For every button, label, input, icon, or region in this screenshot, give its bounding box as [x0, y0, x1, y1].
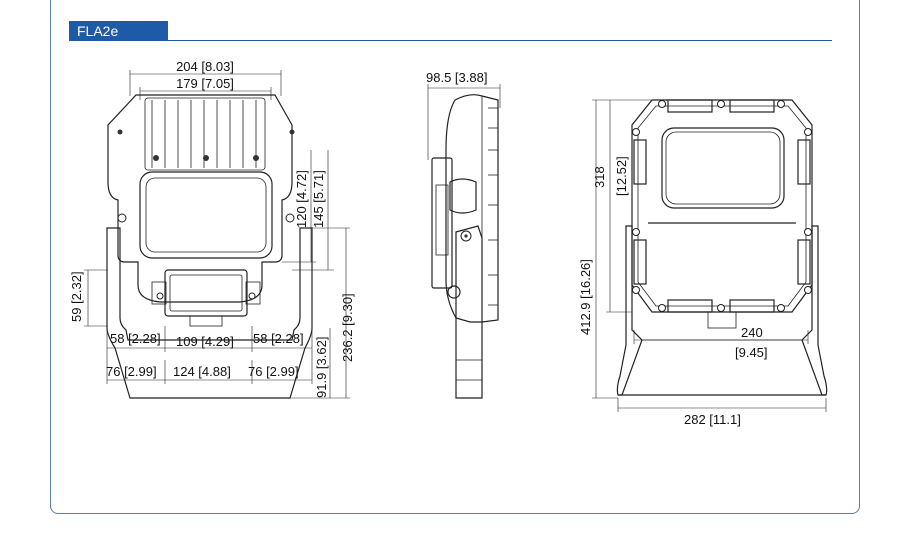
- back-view: 318 [12.52] 412.9 [16.26] 240 [9.45] 282…: [578, 99, 828, 427]
- front-view: 204 [8.03] 179 [7.05] 120 [4.72] 145 [5.…: [69, 59, 355, 399]
- dim-bottom-124: 124 [4.88]: [173, 364, 231, 379]
- dim-width-282: 282 [11.1]: [684, 412, 741, 427]
- dim-bottom-76-left: 76 [2.99]: [106, 364, 157, 379]
- dim-height-412: 412.9 [16.26]: [578, 259, 593, 335]
- dim-height-318-a: 318: [592, 166, 607, 188]
- dim-bottom-58-right: 58 [2.28]: [253, 331, 304, 346]
- dim-width-240-b: [9.45]: [735, 345, 768, 360]
- dim-bottom-58-left: 58 [2.28]: [110, 331, 161, 346]
- dim-bottom-109: 109 [4.29]: [176, 334, 234, 349]
- title-rule: [69, 40, 832, 41]
- model-title: FLA2e: [69, 21, 168, 41]
- dim-height-318-b: [12.52]: [614, 156, 629, 196]
- dim-height-145: 145 [5.71]: [311, 170, 326, 228]
- drawing-panel: [50, 0, 860, 514]
- side-view: 98.5 [3.88]: [426, 70, 501, 399]
- dim-width-240-a: 240: [741, 325, 763, 340]
- dim-depth: 98.5 [3.88]: [426, 70, 487, 85]
- dim-width-overall: 204 [8.03]: [176, 59, 234, 74]
- dim-width-inner: 179 [7.05]: [176, 76, 234, 91]
- dim-height-91: 91.9 [3.62]: [314, 337, 329, 398]
- dim-height-59: 59 [2.32]: [69, 271, 84, 322]
- dim-bottom-76-right: 76 [2.99]: [248, 364, 299, 379]
- dim-height-236: 236.2 [9.30]: [340, 293, 355, 362]
- dim-height-120: 120 [4.72]: [294, 170, 309, 228]
